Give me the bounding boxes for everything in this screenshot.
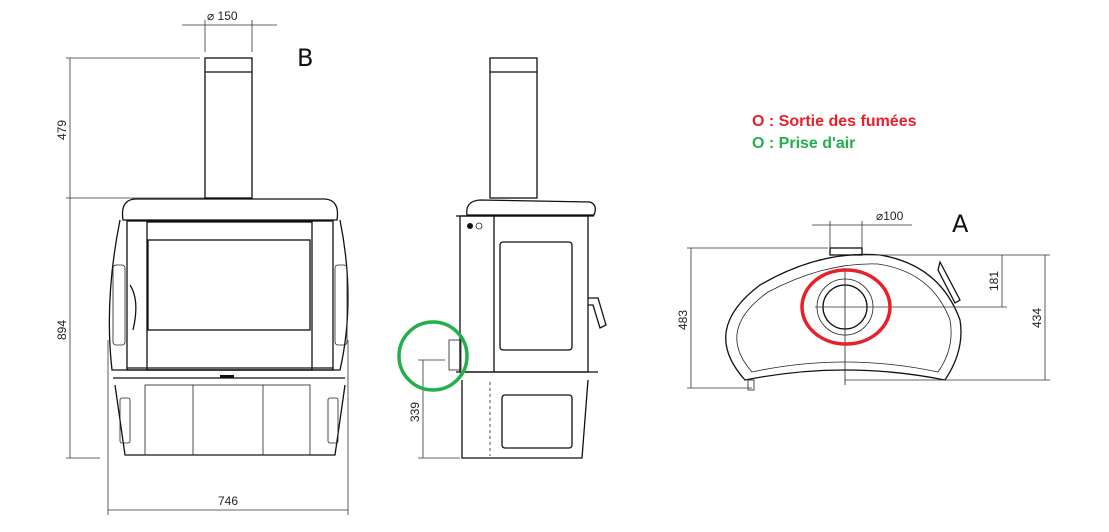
total-depth-label: 483 [676,310,690,330]
air-intake-marker [397,320,469,392]
side-view [448,57,607,459]
flue-height-dimension: 479 [55,57,205,199]
flue-diameter-label: ⌀ 150 [207,9,238,23]
stove-width-dimension: 746 [107,340,349,515]
view-label-a: A [952,210,969,238]
legend-air-intake: O : Prise d'air [752,135,855,152]
stove-height-dimension: 894 [55,198,100,459]
air-intake-height-label: 339 [408,402,422,422]
air-intake-height-dimension: 339 [408,359,460,459]
stove-height-label: 894 [55,320,69,340]
body-depth-dimension: 434 [845,254,1050,381]
top-flue-diameter-label: ⌀100 [876,209,904,223]
flue-diameter-dimension: ⌀ 150 [182,9,277,52]
legend: O : Sortie des fumées O : Prise d'air [752,113,917,152]
total-depth-dimension: 483 [676,247,828,389]
flue-offset-label: 181 [987,271,1001,291]
top-view: ⌀100 A 483 434 181 [676,209,1050,391]
body-depth-label: 434 [1030,308,1044,328]
view-label-b: B [297,44,313,72]
top-flue-diameter-dimension: ⌀100 [812,209,912,250]
stove-width-label: 746 [218,494,238,508]
front-stove-body [108,57,349,456]
legend-smoke-outlet: O : Sortie des fumées [752,113,917,130]
flue-offset-dimension: 181 [987,255,1003,307]
front-view: ⌀ 150 B 479 894 746 [55,9,349,515]
flue-height-label: 479 [55,120,69,140]
smoke-outlet-marker [800,268,892,346]
